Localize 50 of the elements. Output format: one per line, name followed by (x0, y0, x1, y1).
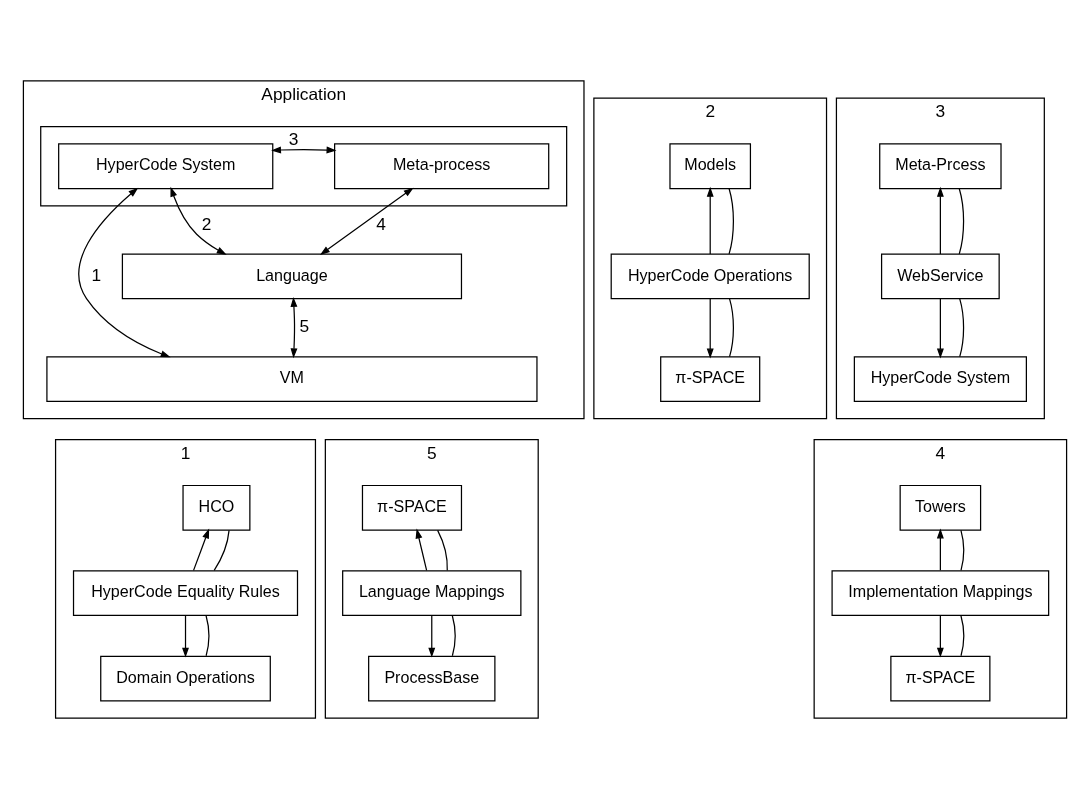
edge-label: 3 (288, 128, 299, 149)
node-box: HyperCode Operations (610, 253, 810, 300)
arrow (936, 298, 944, 359)
node-box: HyperCode Equality Rules (72, 570, 299, 617)
connector (213, 529, 230, 571)
connector (960, 529, 965, 571)
cluster (40, 126, 568, 207)
arrow (936, 528, 944, 571)
connector (205, 615, 210, 657)
connector (958, 188, 965, 255)
arrow (182, 615, 189, 658)
arrow (290, 296, 298, 359)
node-box: HyperCode System (58, 143, 274, 190)
connector (959, 298, 965, 358)
node-box: HyperCode System (853, 356, 1027, 402)
arrow (78, 187, 171, 358)
node-box: Language (121, 253, 463, 300)
connector (960, 615, 965, 657)
node-box: π-SPACE (361, 484, 463, 531)
connector (437, 529, 448, 571)
node-box: Meta-process (334, 143, 550, 190)
connector (451, 615, 456, 657)
arrow (428, 615, 436, 658)
node-box: VM (46, 356, 538, 402)
connector (728, 298, 734, 358)
edge-label: 2 (201, 213, 212, 234)
node-box: HCO (182, 484, 251, 531)
arrow (415, 528, 428, 571)
node-box: ProcessBase (368, 655, 496, 702)
node-box: Language Mappings (342, 570, 522, 617)
arrow (192, 528, 210, 571)
arrow (706, 298, 714, 359)
arrow (936, 615, 944, 658)
node-box: π-SPACE (660, 356, 761, 402)
node-box: Models (669, 143, 752, 190)
edge-label: 4 (376, 213, 386, 234)
edge-label: 5 (299, 316, 310, 337)
node-box: Towers (899, 484, 982, 531)
node-box: Meta-Prcess (879, 143, 1002, 190)
arrow (706, 186, 714, 255)
arrow (936, 186, 944, 255)
connector (728, 188, 735, 255)
arrow (319, 187, 414, 255)
node-box: WebService (880, 253, 1000, 300)
arrow (170, 186, 227, 255)
edge-label: 1 (91, 264, 102, 285)
node-box: π-SPACE (890, 655, 991, 702)
node-box: Domain Operations (100, 655, 271, 702)
node-box: Implementation Mappings (831, 570, 1050, 617)
arrow (271, 146, 337, 154)
